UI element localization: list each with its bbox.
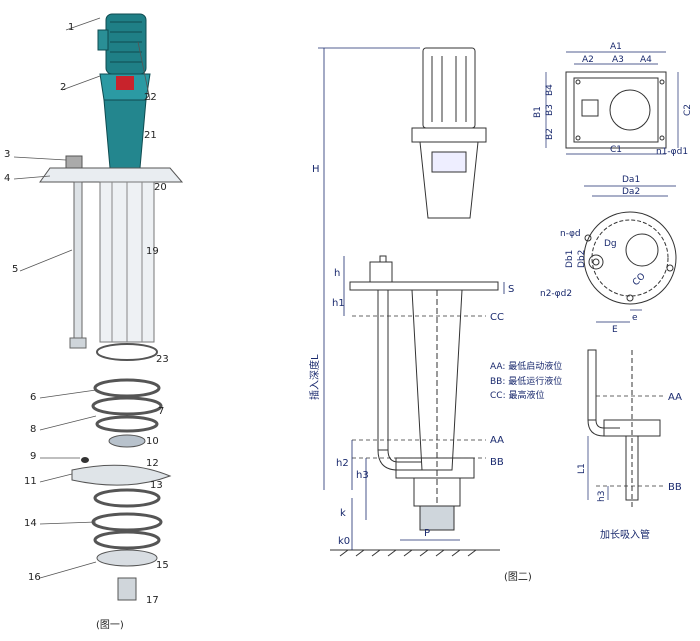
ext-dim-h3: h3 (597, 491, 607, 502)
round-flange-view: Da1 Da2 Dg Db1 Db2 CO E e n-φd n2-φd2 (540, 175, 677, 335)
dim-insert-depth: 插入深度L (308, 354, 321, 400)
dim-a2: A2 (582, 55, 594, 65)
dim-e-big: E (612, 325, 618, 335)
dim-k0: k0 (338, 536, 350, 547)
level-legend: AA: 最低启动液位 BB: 最低运行液位 CC: 最高液位 (490, 360, 562, 401)
legend-bb: BB: 最低运行液位 (490, 375, 562, 387)
callout-16: 16 (28, 572, 41, 583)
dim-h2: h2 (336, 458, 349, 469)
level-cc: CC (490, 312, 504, 323)
ext-dim-l1: L1 (577, 463, 587, 474)
callout-22: 22 (144, 92, 157, 103)
dim-c2: C2 (683, 104, 693, 116)
dim-a1: A1 (610, 42, 622, 52)
dim-bolt-n2: n2-φd2 (540, 289, 572, 299)
callout-numbers: 1 2 3 4 5 6 7 8 9 10 11 12 13 14 15 16 1… (4, 22, 169, 606)
ext-level-aa: AA (668, 392, 682, 403)
figure1-caption: (图一) (96, 619, 124, 631)
callout-17: 17 (146, 595, 159, 606)
dim-bolt-n1: n1-φd1 (656, 147, 688, 157)
dim-c1: C1 (610, 145, 622, 155)
callout-8: 8 (30, 424, 36, 435)
dim-a3: A3 (612, 55, 624, 65)
dim-co: CO (631, 272, 648, 289)
dim-b4: B4 (545, 84, 555, 96)
ext-level-bb: BB (668, 482, 682, 493)
outlet-pipe (69, 181, 87, 349)
callout-2: 2 (60, 82, 66, 93)
mounting-plate (39, 155, 184, 183)
dim-h1: h1 (332, 298, 345, 309)
dim-k: k (340, 508, 346, 519)
callout-6: 6 (30, 392, 36, 403)
level-bb: BB (490, 457, 504, 468)
figure1-exploded-view: 1 2 3 4 5 6 7 8 9 10 11 12 13 14 15 16 1… (4, 13, 184, 631)
dim-h-total: H (312, 164, 320, 175)
callout-10: 10 (146, 436, 159, 447)
dim-h: h (334, 268, 340, 279)
liquid-levels (352, 315, 486, 459)
callout-9: 9 (30, 451, 36, 462)
floor (330, 549, 500, 557)
rect-flange-view: A1 A2 A3 A4 B1 B2 B3 B4 C1 C2 n1-φd1 (533, 42, 693, 157)
main-column (377, 289, 475, 531)
dim-db2: Db2 (577, 250, 587, 268)
main-motor (411, 47, 487, 219)
support-column (99, 181, 155, 343)
dim-h3: h3 (356, 470, 369, 481)
dim-e-small: e (632, 313, 638, 323)
callout-7: 7 (158, 406, 164, 417)
callout-15: 15 (156, 560, 169, 571)
figure2-caption: (图二) (504, 571, 532, 583)
dim-b1: B1 (533, 106, 543, 118)
callout-19: 19 (146, 246, 159, 257)
callout-23: 23 (156, 354, 169, 365)
level-aa: AA (490, 435, 504, 446)
figure2-outline-drawing: CC AA BB AA: 最低启动液位 BB: 最低运行液位 CC: 最高液位 … (308, 47, 562, 583)
dim-db1: Db1 (565, 250, 575, 268)
dim-dg: Dg (604, 239, 617, 249)
dimension-lines (318, 47, 505, 550)
dim-a4: A4 (640, 55, 652, 65)
dim-p: P (424, 528, 430, 539)
legend-cc: CC: 最高液位 (490, 389, 544, 401)
callout-21: 21 (144, 130, 157, 141)
callout-3: 3 (4, 149, 10, 160)
dim-b2: B2 (545, 128, 555, 140)
callout-13: 13 (150, 480, 163, 491)
ext-caption: 加长吸入管 (600, 528, 650, 541)
dim-bolt-n: n-φd (560, 229, 581, 239)
callout-leaders (13, 17, 151, 579)
callout-1: 1 (68, 22, 74, 33)
motor (97, 13, 147, 75)
callout-11: 11 (24, 476, 37, 487)
dim-da2: Da2 (622, 187, 640, 197)
callout-14: 14 (24, 518, 37, 529)
callout-12: 12 (146, 458, 159, 469)
callout-20: 20 (154, 182, 167, 193)
dim-da1: Da1 (622, 175, 640, 185)
motor-bracket (99, 73, 151, 169)
legend-aa: AA: 最低启动液位 (490, 360, 562, 372)
extended-suction-pipe: AA BB L1 h3 加长吸入管 (577, 349, 682, 541)
exploded-parts (71, 343, 172, 601)
callout-4: 4 (4, 173, 10, 184)
dim-b3: B3 (545, 104, 555, 116)
dim-s: S (508, 284, 514, 295)
callout-5: 5 (12, 264, 18, 275)
main-cover-plate (349, 255, 499, 291)
